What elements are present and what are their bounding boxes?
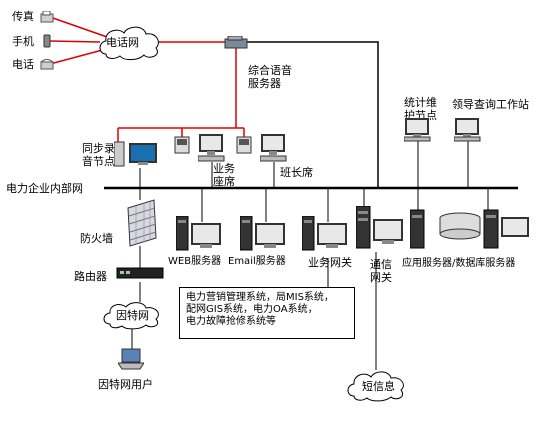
firewall-icon [127,199,157,247]
fax-icon [40,11,54,23]
voice-terminal-2-icon [236,136,252,154]
phone-label: 电话 [12,58,34,71]
firewall-label: 防火墙 [80,232,113,245]
stats-node-computer-icon [404,118,431,142]
systems-line-3: 电力故障抢修系统等 [186,316,276,327]
voice-terminal-1-icon [174,136,190,154]
business-seat-label: 业务 座席 [213,162,235,188]
fax-label: 传真 [12,10,34,23]
mobile-phone-icon [43,34,51,48]
business-gateway-icon [302,216,347,251]
leader-workstation-label: 领导查询工作站 [452,98,529,111]
systems-line-1: 电力营销管理系统，局MIS系统， [186,292,334,303]
mobile-label: 手机 [12,35,34,48]
squad-leader-label: 班长席 [280,166,313,179]
squad-leader-computer-icon [260,134,287,162]
email-server-label: Email服务器 [228,256,286,267]
intranet-label: 电力企业内部网 [6,182,83,195]
web-server-icon [176,216,221,251]
telephone-icon [40,59,54,70]
systems-line-2: 配网GIS系统，电力OA系统， [186,304,318,315]
sync-recording-label: 同步录 音节点 [82,142,115,168]
voice-server-label: 综合语音 服务器 [248,64,292,90]
internet-user-laptop-icon [118,348,144,370]
mobile-link [49,40,101,43]
comm-gateway-icon [356,206,403,249]
switch-to-backbone-link [246,41,379,188]
business-systems-box: 电力营销管理系统，局MIS系统， 配网GIS系统，电力OA系统， 电力故障抢修系… [179,287,355,339]
phone-network-label: 电话网 [106,36,139,49]
internet-cloud-icon [103,302,159,330]
business-gateway-label: 业务网关 [308,256,352,269]
internet-label: 因特网 [116,309,149,322]
app-db-server-label: 应用服务器/数据库服务器 [402,258,516,269]
leader-workstation-computer-icon [454,118,481,142]
business-seat-computer-icon [198,134,225,162]
sms-label: 短信息 [362,380,395,393]
sms-cloud-icon [347,371,404,402]
voice-switch-icon [224,36,248,49]
comm-gateway-label: 通信 网关 [370,258,392,284]
fax-link [49,16,111,39]
web-server-label: WEB服务器 [168,256,222,267]
email-server-icon [240,216,285,251]
app-db-servers-icon [410,209,529,249]
sync-recording-computer-icon [114,141,157,167]
phone-link [49,47,111,65]
router-icon [116,267,164,279]
internet-user-label: 因特网用户 [98,378,153,391]
phone-network-cloud-icon [99,26,159,61]
router-label: 路由器 [74,270,107,283]
